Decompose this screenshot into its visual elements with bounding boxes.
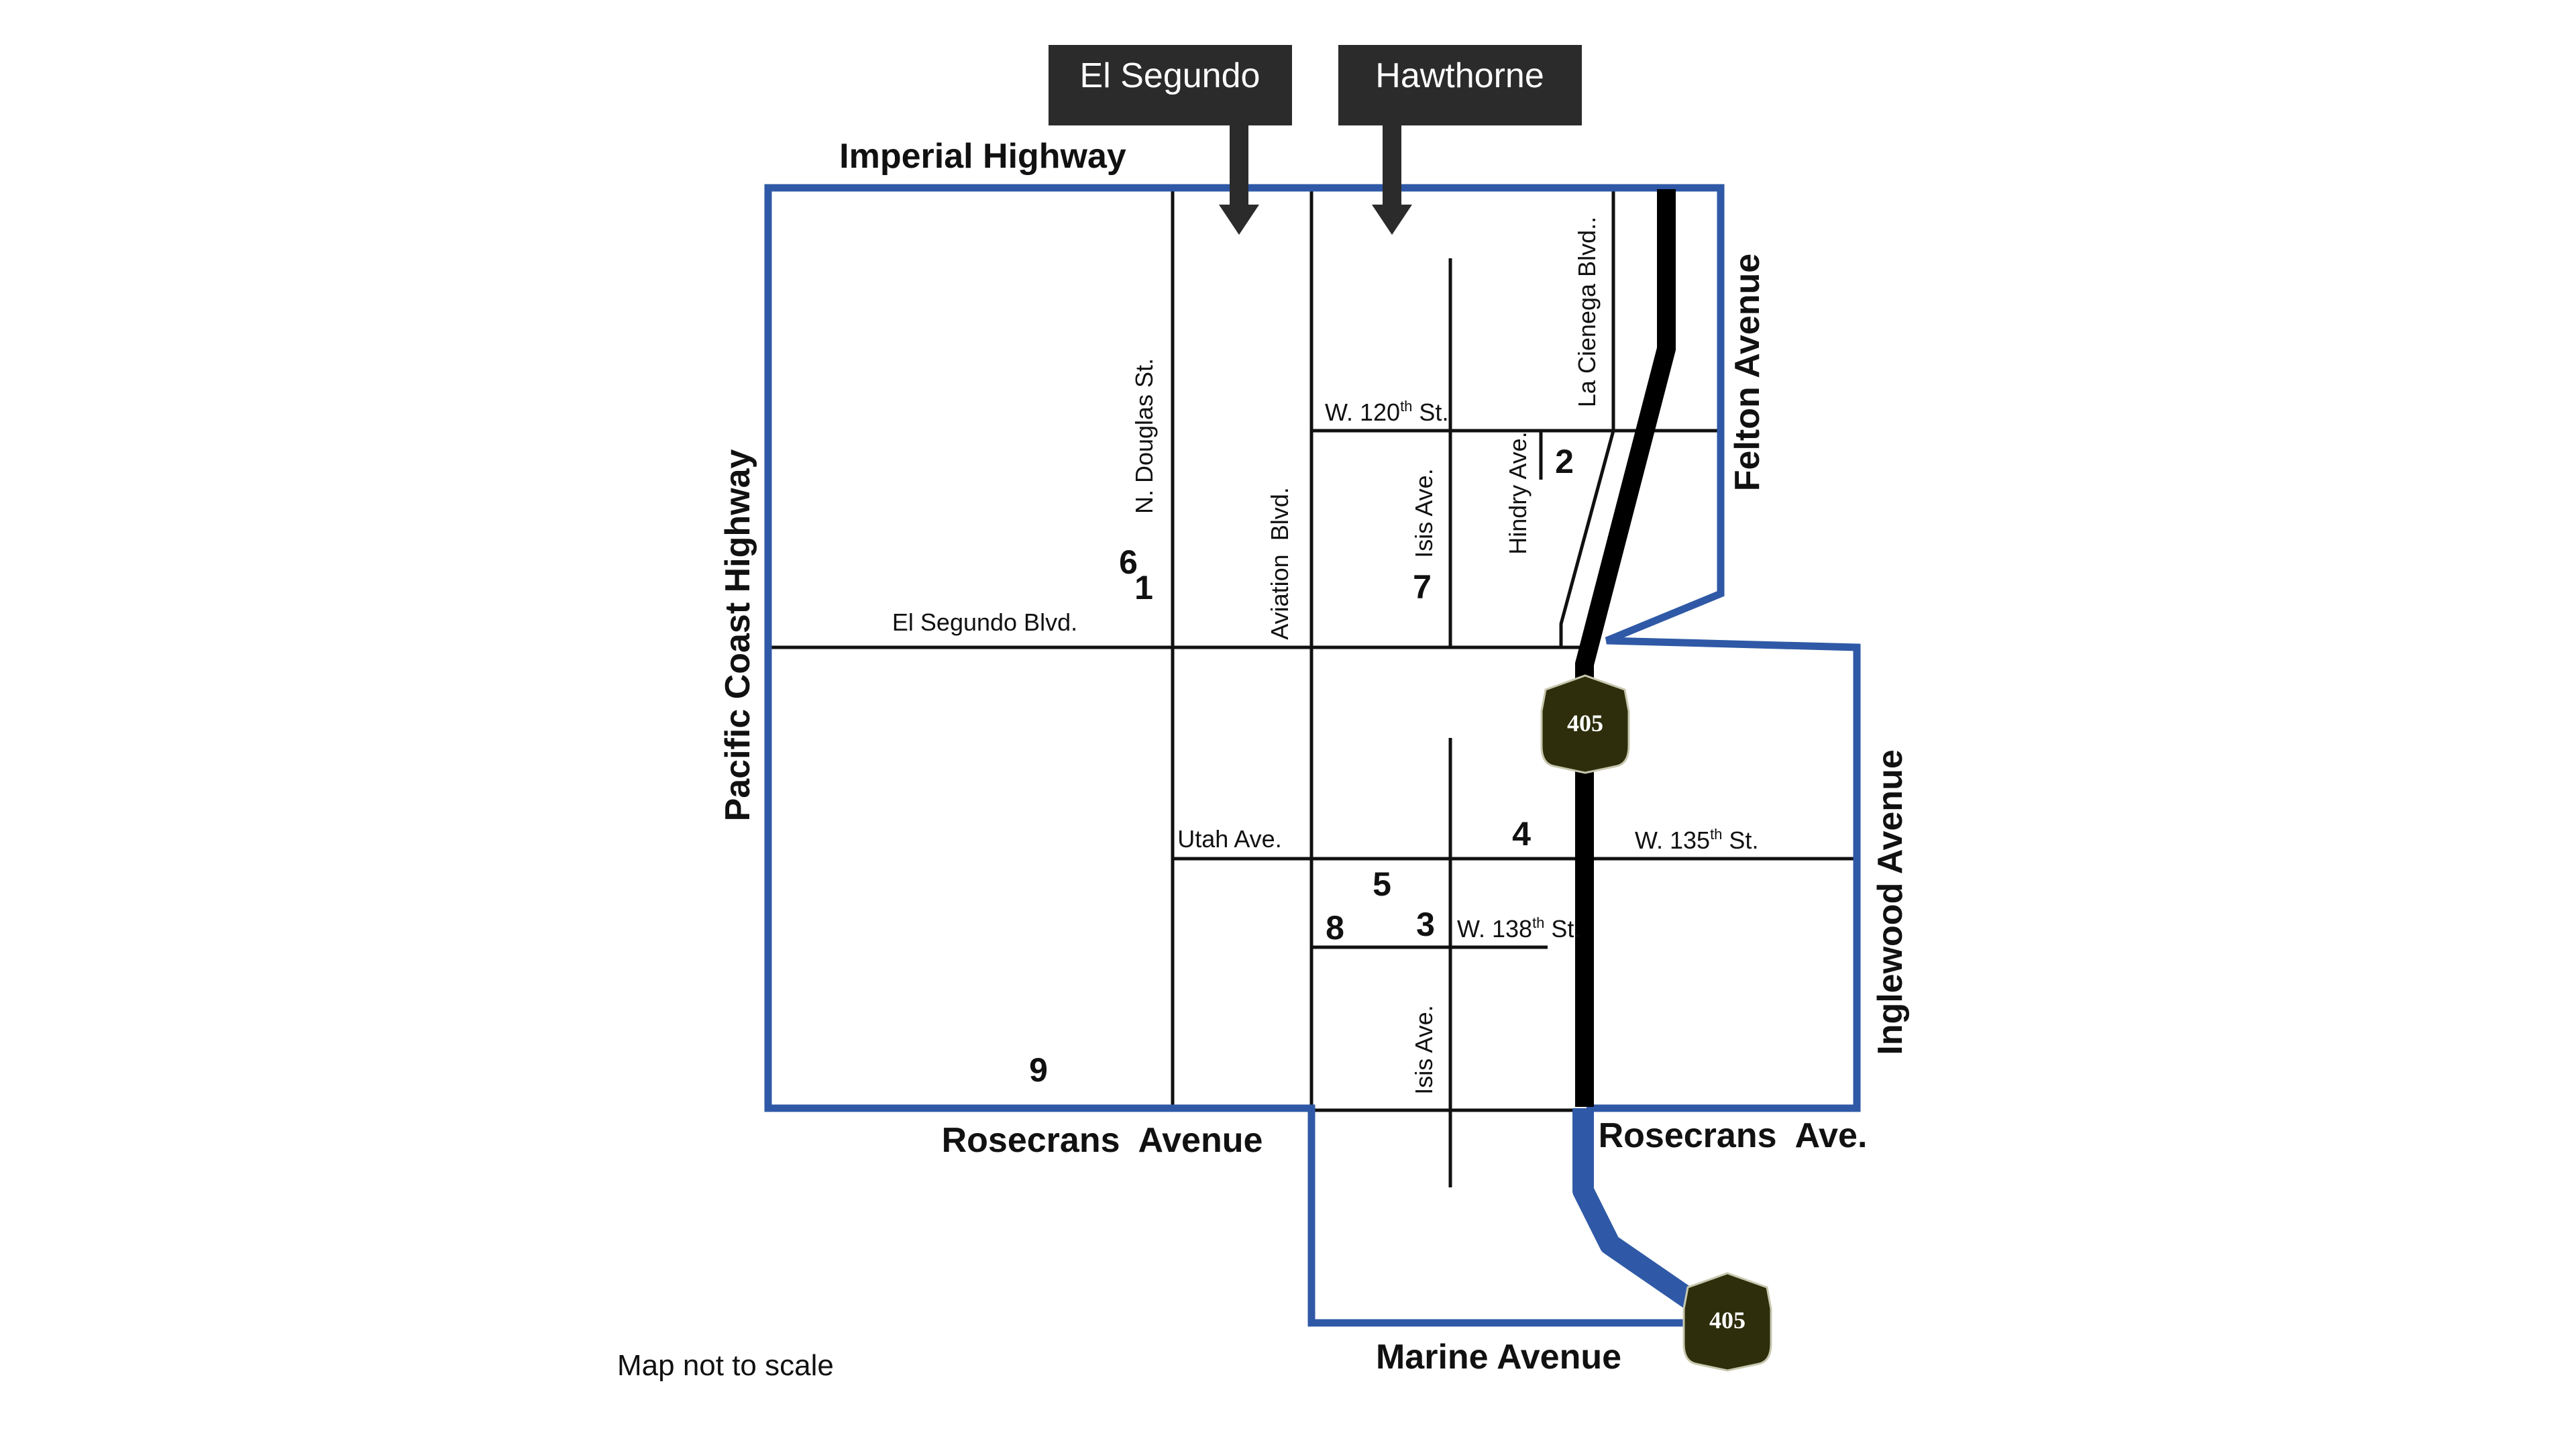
- marker-1[interactable]: 1: [1134, 569, 1153, 606]
- marker-9[interactable]: 9: [1029, 1051, 1048, 1089]
- marker-3[interactable]: 3: [1416, 906, 1435, 943]
- el-segundo-box: [1049, 45, 1292, 125]
- el-segundo-label: El Segundo: [1080, 56, 1260, 95]
- w135th-suffix: St.: [1722, 826, 1758, 854]
- rosecrans-avenue-west-label: Rosecrans Avenue: [942, 1121, 1263, 1160]
- boundary-east-line: [1587, 184, 1861, 1112]
- el-segundo-blvd-label: El Segundo Blvd.: [892, 608, 1077, 636]
- w120th-st-label: W. 120th St.: [1325, 398, 1448, 426]
- la-cienega-blvd-line: [1559, 188, 1615, 647]
- inglewood-avenue-label: Inglewood Avenue: [1871, 749, 1910, 1055]
- city-el-segundo: El Segundo: [1049, 45, 1292, 235]
- marker-7[interactable]: 7: [1413, 568, 1432, 606]
- hawthorne-box: [1338, 45, 1582, 125]
- w120th-suffix: St.: [1412, 398, 1448, 426]
- hawthorne-arrow-shaft: [1383, 125, 1401, 206]
- aviation-blvd-label: Aviation Blvd.: [1266, 487, 1293, 639]
- la-cienega-blvd-label: La Cienega Blvd..: [1573, 217, 1601, 407]
- shield-405-lower: 405: [1682, 1272, 1772, 1372]
- hawthorne-label: Hawthorne: [1375, 56, 1544, 95]
- map-scale-note: Map not to scale: [617, 1349, 834, 1382]
- marine-avenue-label: Marine Avenue: [1376, 1338, 1621, 1377]
- local-streets: [771, 188, 1857, 1187]
- shield-405-upper-label: 405: [1567, 710, 1603, 737]
- w135th-st-label: W. 135th St.: [1635, 826, 1758, 854]
- el-segundo-arrow-shaft: [1230, 125, 1248, 206]
- shield-405-upper: 405: [1540, 674, 1630, 774]
- marker-6[interactable]: 6: [1119, 543, 1138, 581]
- w138th-suffix: St.: [1544, 915, 1580, 943]
- isis-ave-south-label: Isis Ave.: [1410, 1005, 1438, 1094]
- boundary: [764, 184, 1861, 1327]
- felton-avenue-label: Felton Avenue: [1728, 254, 1767, 491]
- w135th-sup: th: [1710, 826, 1722, 843]
- pacific-coast-highway-label: Pacific Coast Highway: [718, 449, 757, 822]
- shield-405-upper-icon: [1540, 674, 1630, 774]
- shield-405-lower-icon: [1682, 1272, 1772, 1372]
- freeway-405: [1575, 189, 1676, 1107]
- hindry-ave-label: Hindry Ave.: [1504, 431, 1532, 554]
- w138th-sup: th: [1532, 914, 1544, 931]
- w138th-st-label: W. 138th St.: [1457, 914, 1580, 943]
- city-hawthorne: Hawthorne: [1338, 45, 1582, 235]
- imperial-highway-label: Imperial Highway: [839, 137, 1126, 176]
- marker-5[interactable]: 5: [1373, 865, 1391, 903]
- hawthorne-arrow-head: [1372, 205, 1412, 235]
- isis-ave-north-label: Isis Ave.: [1410, 468, 1438, 557]
- w120th-sup: th: [1400, 398, 1412, 415]
- rosecrans-avenue-east-label: Rosecrans Ave.: [1599, 1116, 1868, 1155]
- w120th-prefix: W. 120: [1325, 398, 1400, 426]
- utah-ave-label: Utah Ave.: [1177, 825, 1281, 853]
- w138th-prefix: W. 138: [1457, 915, 1532, 943]
- w135th-prefix: W. 135: [1635, 826, 1710, 854]
- shield-405-lower-label: 405: [1709, 1307, 1746, 1334]
- marker-2[interactable]: 2: [1555, 443, 1574, 480]
- marker-4[interactable]: 4: [1512, 815, 1531, 853]
- douglas-st-label: N. Douglas St.: [1130, 358, 1158, 514]
- marker-8[interactable]: 8: [1326, 909, 1344, 947]
- boundary-line: [764, 184, 1721, 1327]
- el-segundo-arrow-head: [1219, 205, 1259, 235]
- freeway-405-south: [1572, 1108, 1731, 1332]
